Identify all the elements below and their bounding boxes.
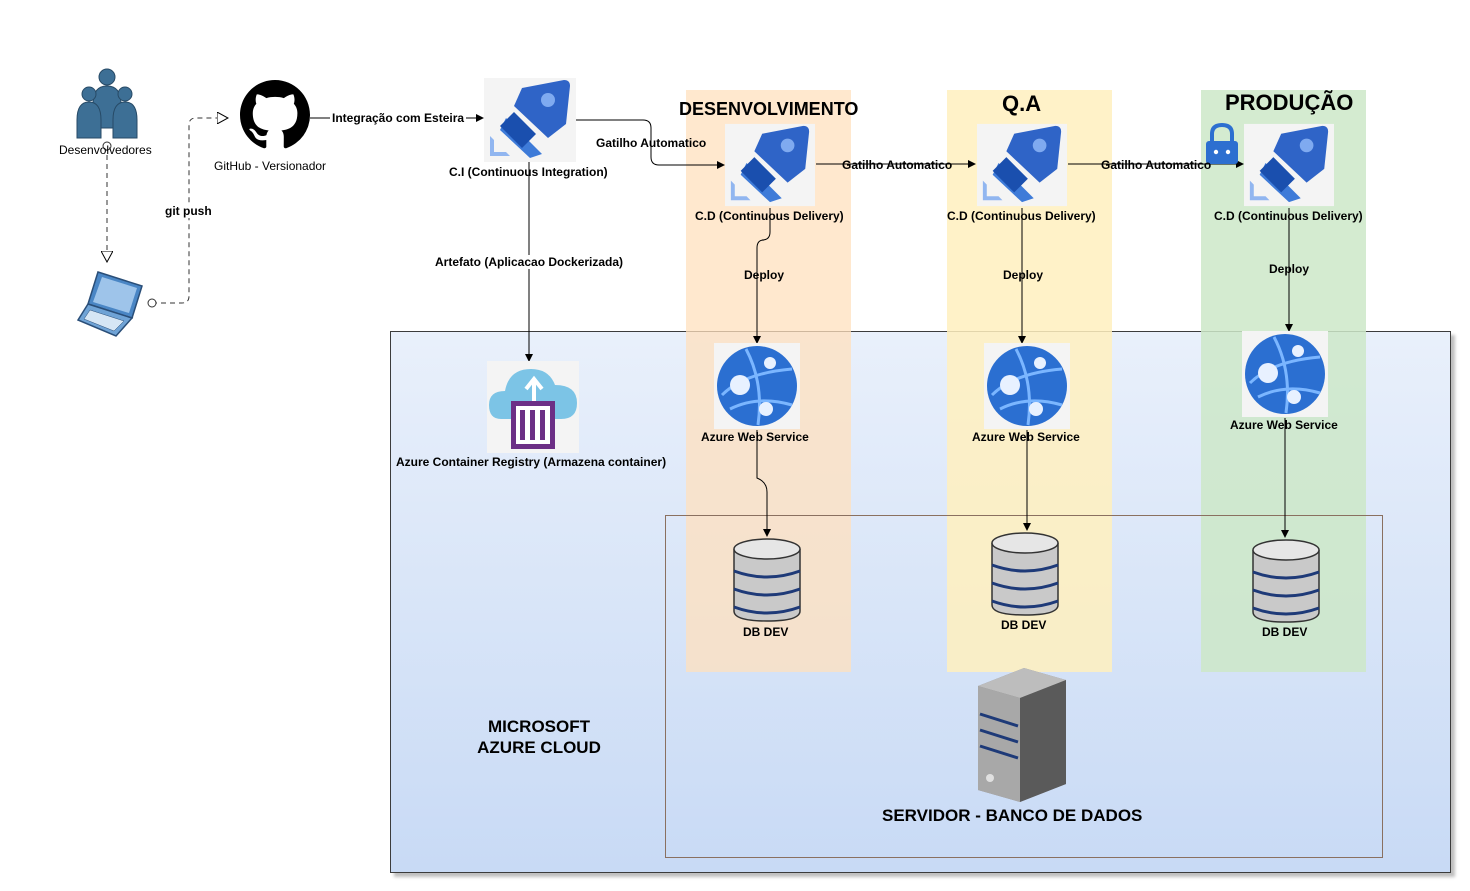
server-icon [978,668,1066,802]
edge-label-trigger-2: Gatilho Automatico [842,158,953,172]
edge-label-integration: Integração com Esteira [330,111,467,125]
cd-label-dev: C.D (Continuous Delivery) [695,209,844,223]
database-icon-prod [1252,539,1320,623]
cd-label-prod: C.D (Continuous Delivery) [1214,209,1363,223]
db-label-qa: DB DEV [1001,618,1047,632]
server-label: SERVIDOR - BANCO DE DADOS [882,806,1143,825]
ci-label: C.I (Continuous Integration) [449,165,608,179]
cloud-label-line1: MICROSOFT [488,717,590,736]
edge-label-deploy-prod: Deploy [1269,262,1310,276]
web-service-icon-prod [1242,331,1328,417]
database-icon-dev [733,538,801,622]
web-service-label-dev: Azure Web Service [701,430,809,444]
ci-pipeline-icon [484,78,576,162]
db-label-dev: DB DEV [743,625,789,639]
laptop-icon [76,271,143,337]
github-label: GitHub - Versionador [214,159,327,173]
container-registry-icon [487,361,579,453]
web-service-icon-dev [714,343,800,429]
stage-title-prod: PRODUÇÃO [1225,90,1354,115]
cd-pipeline-icon-qa [977,123,1067,207]
web-service-label-prod: Azure Web Service [1230,418,1338,432]
stage-title-qa: Q.A [1002,91,1042,116]
cd-pipeline-icon-dev [725,123,815,207]
developers-label: Desenvolvedores [59,143,152,157]
cloud-label-line2: AZURE CLOUD [477,738,601,757]
developers-icon [76,68,138,139]
edge-label-git-push: git push [163,204,214,218]
lock-icon [1206,122,1238,164]
db-server-container [665,515,1383,858]
github-icon [240,80,310,149]
cd-pipeline-icon-prod [1244,123,1334,207]
db-label-prod: DB DEV [1262,625,1308,639]
edge-label-artifact: Artefato (Aplicacao Dockerizada) [433,255,626,269]
cd-label-qa: C.D (Continuous Delivery) [947,209,1096,223]
edge-label-deploy-dev: Deploy [744,268,785,282]
edge-label-deploy-qa: Deploy [1003,268,1044,282]
edge-label-trigger-3: Gatilho Automatico [1101,158,1212,172]
cloud-label: MICROSOFT AZURE CLOUD [470,716,608,758]
registry-label: Azure Container Registry (Armazena conta… [396,455,667,469]
database-icon-qa [991,532,1059,616]
stage-title-dev: DESENVOLVIMENTO [679,99,859,119]
edge-label-trigger-1: Gatilho Automatico [596,136,707,150]
web-service-icon-qa [984,343,1070,429]
web-service-label-qa: Azure Web Service [972,430,1080,444]
